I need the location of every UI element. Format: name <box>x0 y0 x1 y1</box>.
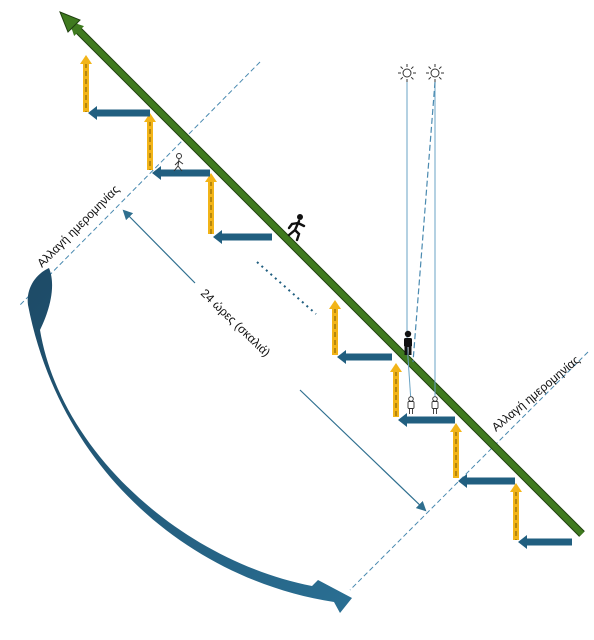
standing-person-icon <box>431 396 439 414</box>
step-riser <box>390 363 402 417</box>
hours-span-arrow-top <box>122 209 196 284</box>
step-riser <box>205 173 217 234</box>
date-change-line-right <box>349 351 589 591</box>
main-time-line-arrowhead <box>59 11 81 33</box>
step-arrow <box>337 350 392 364</box>
hours-span-label: 24 ώρες (σκαλιά) <box>198 286 273 359</box>
step-riser <box>144 113 156 170</box>
continuation-dots <box>256 261 317 315</box>
standing-person-icon <box>407 396 415 414</box>
step-arrow <box>458 474 515 488</box>
step-arrow <box>398 413 455 427</box>
sun-ray-1b <box>406 342 412 403</box>
step-arrows <box>88 106 572 549</box>
main-time-line-fill <box>69 21 585 537</box>
step-arrow <box>152 166 210 180</box>
sun-ray-2-dashed <box>412 81 436 363</box>
hours-span-arrow-bottom <box>299 389 427 512</box>
step-risers <box>80 55 522 540</box>
step-arrow <box>213 230 272 244</box>
step-arrow <box>518 535 572 549</box>
date-change-line-left <box>19 61 261 306</box>
standing-person-icon <box>404 330 412 355</box>
sun-icon <box>426 64 444 82</box>
walking-person-icon <box>173 153 184 172</box>
step-riser <box>450 423 462 478</box>
running-person-icon <box>287 214 306 242</box>
step-arrow <box>88 106 150 120</box>
step-riser <box>510 483 522 540</box>
date-change-label-left: Αλλαγή ημερομηνίας <box>34 182 122 270</box>
step-riser <box>80 55 92 112</box>
day-wrap-curved-arrow <box>27 268 352 613</box>
step-riser <box>329 300 341 355</box>
sun-icon <box>398 64 416 82</box>
date-change-label-right: Αλλαγή ημερομηνίας <box>489 353 583 435</box>
